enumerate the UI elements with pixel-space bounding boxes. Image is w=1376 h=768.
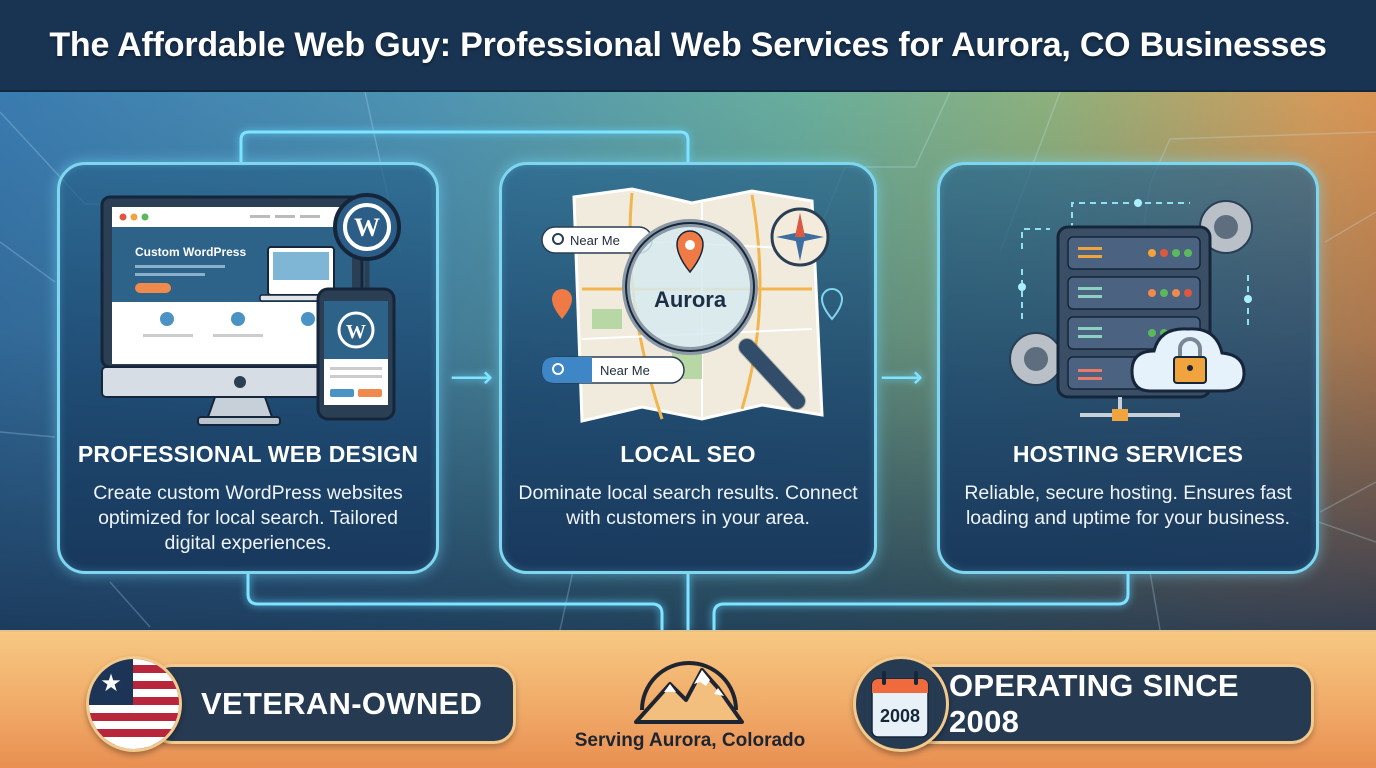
service-area-label: Serving Aurora, Colorado <box>574 730 806 751</box>
calendar-icon: 2008 <box>853 656 949 752</box>
service-description: Reliable, secure hosting. Ensures fast l… <box>964 482 1292 529</box>
svg-text:W: W <box>346 321 366 343</box>
search-bar-1-text: Near Me <box>570 233 620 248</box>
footer-banner: VETERAN-OWNED ★ Serving Aurora, Colorado… <box>0 630 1376 768</box>
service-card-web-design: Custom WordPress W W PROFESSIONA <box>57 162 439 574</box>
page-title: The Affordable Web Guy: Professional Web… <box>49 25 1327 64</box>
mountain-icon <box>634 661 744 724</box>
magnifier-label: Aurora <box>654 287 727 312</box>
svg-text:W: W <box>354 213 380 242</box>
service-description: Dominate local search results. Connect w… <box>518 482 858 529</box>
service-title: PROFESSIONAL WEB DESIGN <box>77 441 419 467</box>
server-cloud-illustration <box>1009 199 1253 421</box>
service-card-hosting: HOSTING SERVICES Reliable, secure hostin… <box>937 162 1319 574</box>
us-flag-icon: ★ <box>86 656 182 752</box>
svg-text:★: ★ <box>100 670 122 697</box>
veteran-owned-label: VETERAN-OWNED <box>201 686 483 721</box>
search-bar-2-text: Near Me <box>600 363 650 378</box>
service-title: HOSTING SERVICES <box>1012 441 1244 467</box>
veteran-owned-badge: VETERAN-OWNED <box>150 664 516 744</box>
circuit-lines-decoration <box>0 92 1376 630</box>
service-card-local-seo: Near Me Near Me Aurora LOCAL SEO Dominat… <box>499 162 877 574</box>
operating-since-badge: OPERATING SINCE 2008 <box>900 664 1314 744</box>
map-magnifier-illustration: Near Me Near Me Aurora <box>541 187 844 423</box>
monitor-phone-wordpress-illustration: Custom WordPress W W <box>100 193 401 426</box>
arrow-right-icon: ⟶ <box>450 361 494 394</box>
service-title: LOCAL SEO <box>620 441 756 467</box>
calendar-year: 2008 <box>880 706 920 726</box>
service-description: Create custom WordPress websites optimiz… <box>93 482 403 554</box>
services-panel: Custom WordPress W W PROFESSIONA <box>0 92 1376 630</box>
header-banner: The Affordable Web Guy: Professional Web… <box>0 0 1376 92</box>
operating-since-label: OPERATING SINCE 2008 <box>949 668 1239 739</box>
arrow-right-icon: ⟶ <box>880 361 924 394</box>
screen-heading: Custom WordPress <box>135 245 246 259</box>
